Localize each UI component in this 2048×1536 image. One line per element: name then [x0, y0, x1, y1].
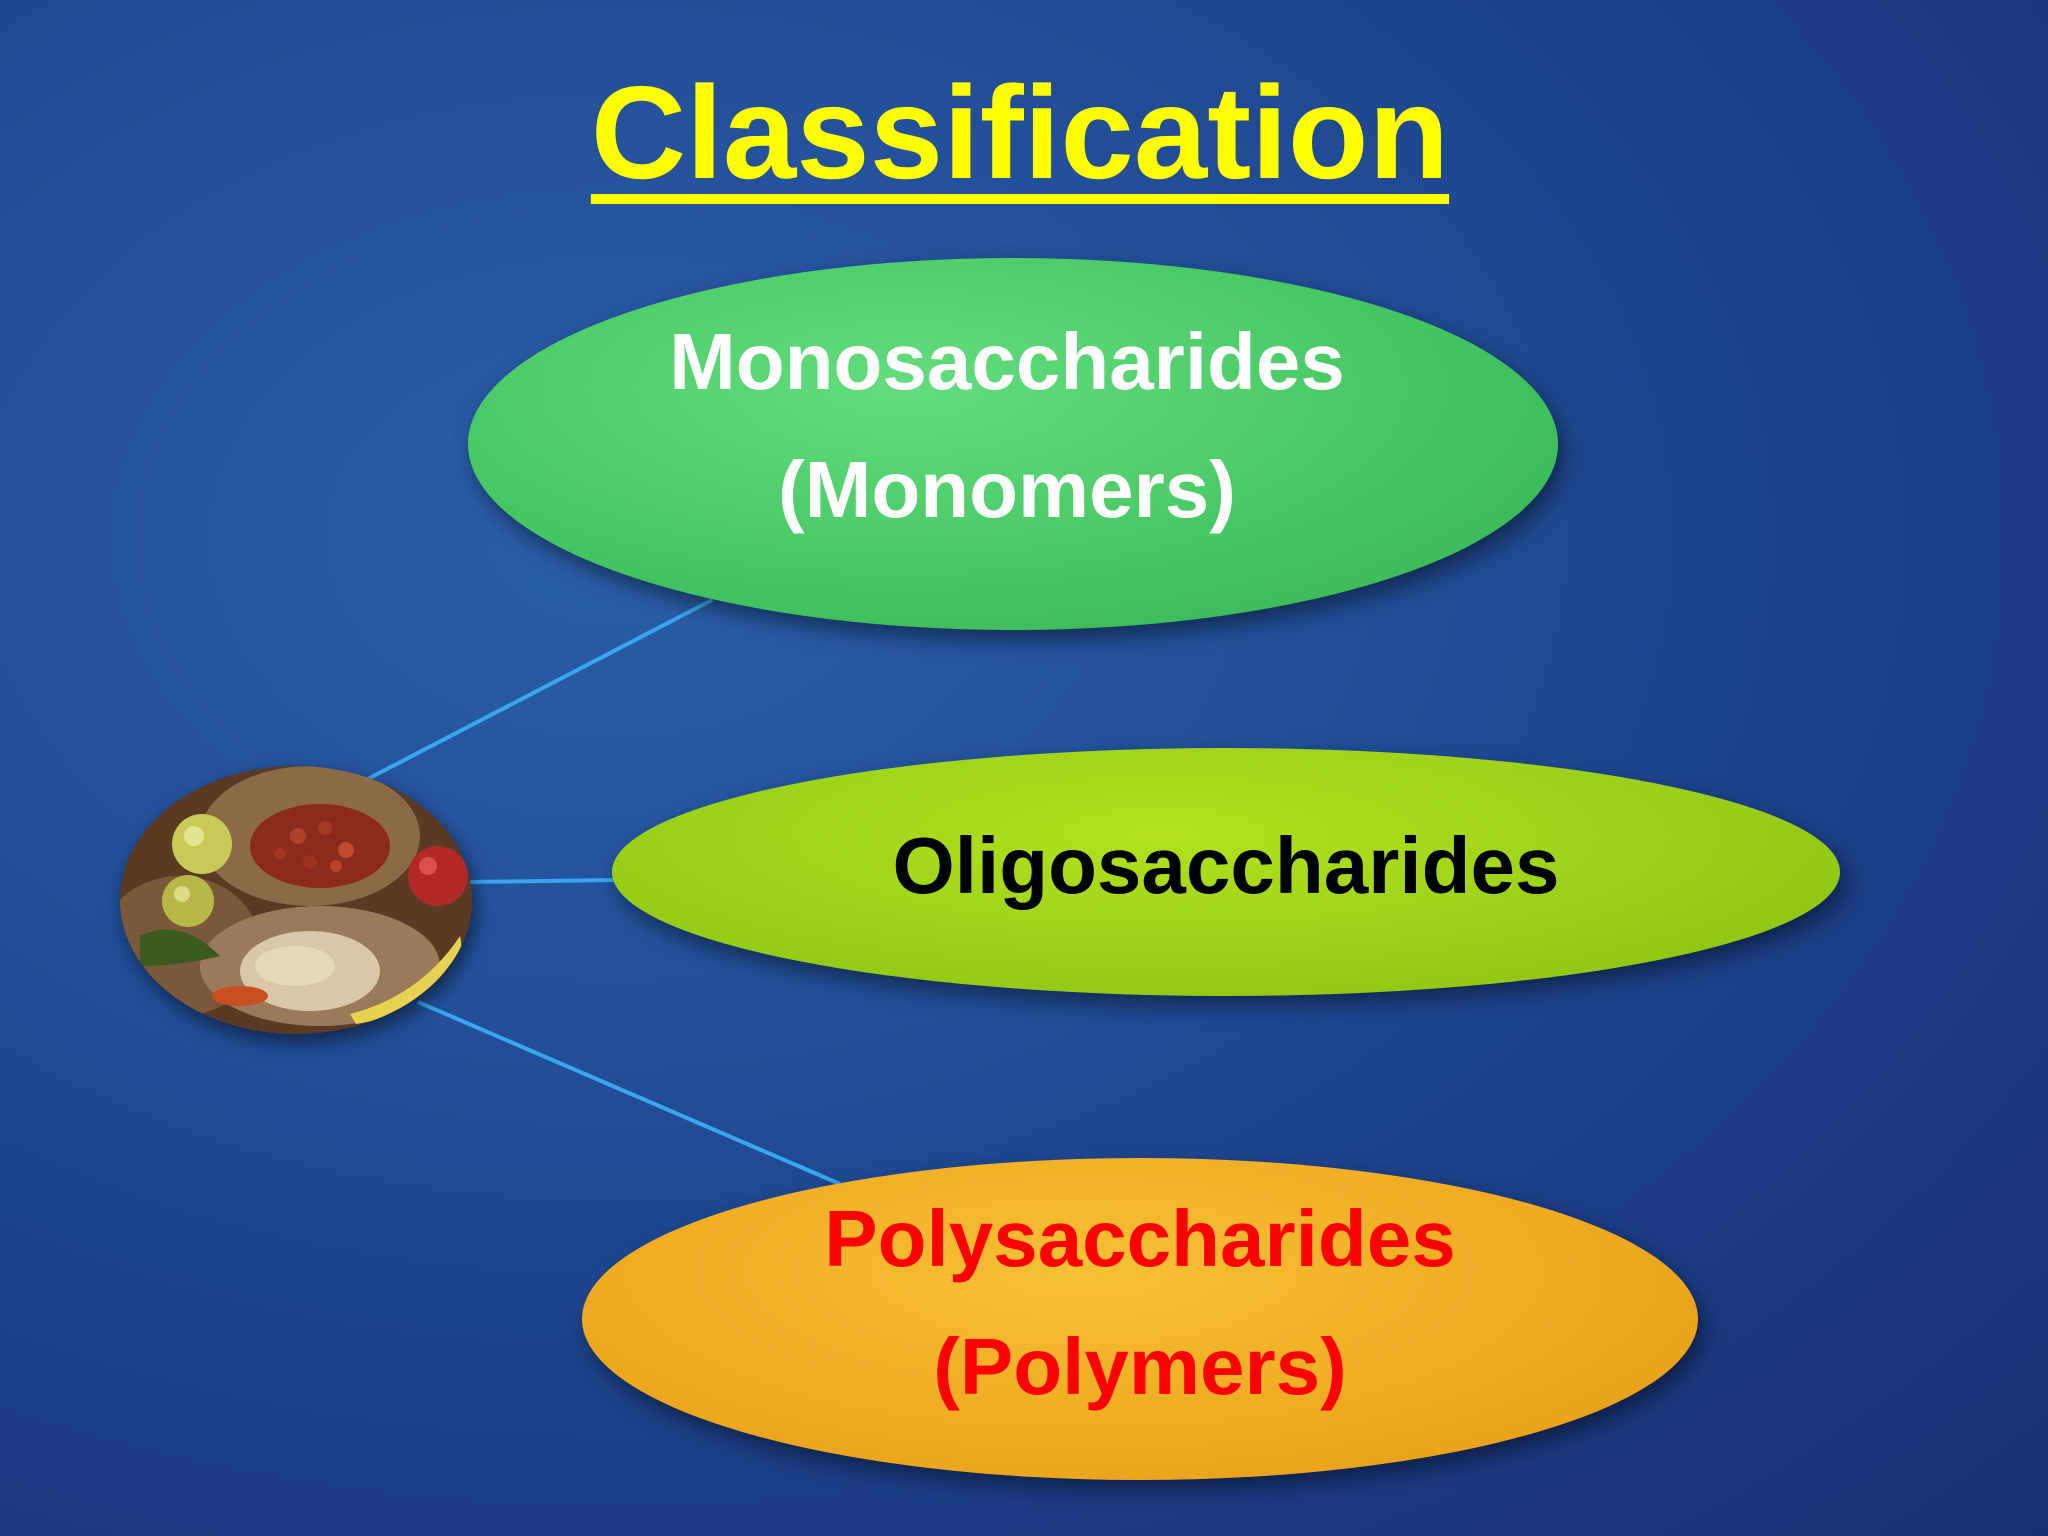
connector-mono [361, 598, 713, 784]
node-polysaccharides[interactable]: Polysaccharides (Polymers) [582, 1158, 1698, 1480]
node-label: Polysaccharides [824, 1194, 1456, 1283]
node-sublabel: (Polymers) [933, 1322, 1347, 1411]
node-monosaccharides[interactable]: Monosaccharides (Monomers) [468, 258, 1558, 630]
node-oligosaccharides[interactable]: Oligosaccharides [612, 748, 1840, 996]
node-polysaccharides-text: Polysaccharides (Polymers) [824, 1175, 1455, 1431]
slide-title: Classification [0, 58, 2040, 208]
connector-oligo [469, 878, 617, 884]
node-label: Monosaccharides [669, 317, 1345, 406]
node-label: Oligosaccharides [892, 821, 1560, 910]
slide-title-text: Classification [590, 59, 1450, 206]
food-photo-icon [120, 766, 472, 1034]
node-sublabel: (Monomers) [778, 445, 1236, 534]
node-oligosaccharides-text: Oligosaccharides [893, 802, 1560, 930]
node-monosaccharides-text: Monosaccharides (Monomers) [669, 298, 1345, 554]
connector-poly [417, 1000, 841, 1186]
